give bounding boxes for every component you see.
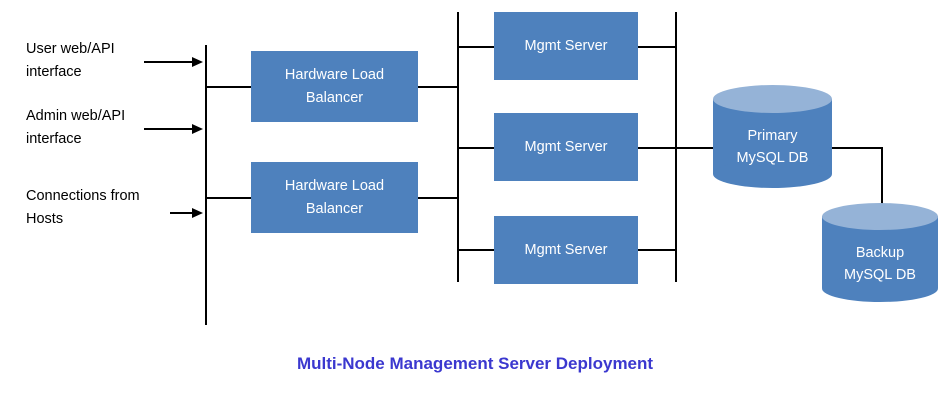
mgmt-server-2[interactable]: Mgmt Server [494,113,638,181]
mgmt-server-3-label: Mgmt Server [524,241,608,258]
connector-mgmt3-to-rightbus [638,249,676,251]
diagram-title: Multi-Node Management Server Deployment [296,354,654,373]
input-arrow-head-hosts [192,207,203,218]
input-arrow-head-user [192,56,203,67]
hardware-load-balancer-1[interactable]: Hardware Load Balancer [251,51,418,122]
connector-leftbus-to-lb-2 [205,197,252,199]
primary-mysql-db-label: Primary MySQL DB [736,128,809,167]
replication-connector-horizontal [832,147,883,149]
backup-mysql-db[interactable]: Backup MySQL DB [822,203,938,302]
connector-lb2-to-midbus [418,197,458,199]
primary-db-bottom [713,160,832,188]
connector-mgmt1-to-rightbus [638,46,676,48]
backup-db-top [822,203,938,230]
hardware-load-balancer-2[interactable]: Hardware Load Balancer [251,162,418,233]
hardware-load-balancer-1-label: Hardware Load Balancer [284,67,385,106]
input-arrow-line-user [144,61,194,63]
connector-midbus-to-mgmt-1 [457,46,495,48]
mgmt-server-2-label: Mgmt Server [524,138,608,155]
connector-midbus-to-mgmt-2 [457,147,495,149]
connector-lb1-to-midbus [418,86,458,88]
connector-midbus-to-mgmt-3 [457,249,495,251]
input-label-admin-web-api: Admin web/API interface [26,108,126,148]
mgmt-server-1[interactable]: Mgmt Server [494,12,638,80]
primary-db-top [713,85,832,113]
input-label-user-web-api: User web/API interface [26,41,115,81]
input-arrow-head-admin [192,123,203,134]
connector-mgmt2-to-rightbus [638,147,676,149]
left-bus-line [205,45,207,325]
primary-mysql-db[interactable]: Primary MySQL DB [713,85,832,188]
replication-connector-vertical [881,147,883,217]
backup-mysql-db-label: Backup MySQL DB [844,245,916,284]
input-arrow-line-hosts [170,212,194,214]
connector-rightbus-to-primary-db [675,147,720,149]
hardware-load-balancer-2-label: Hardware Load Balancer [284,178,385,217]
input-label-connections-from-hosts: Connections from Hosts [26,188,140,228]
input-arrow-line-admin [144,128,194,130]
connector-leftbus-to-lb-1 [205,86,252,88]
mgmt-server-3[interactable]: Mgmt Server [494,216,638,284]
backup-db-bottom [822,275,938,302]
mgmt-server-1-label: Mgmt Server [524,37,608,54]
